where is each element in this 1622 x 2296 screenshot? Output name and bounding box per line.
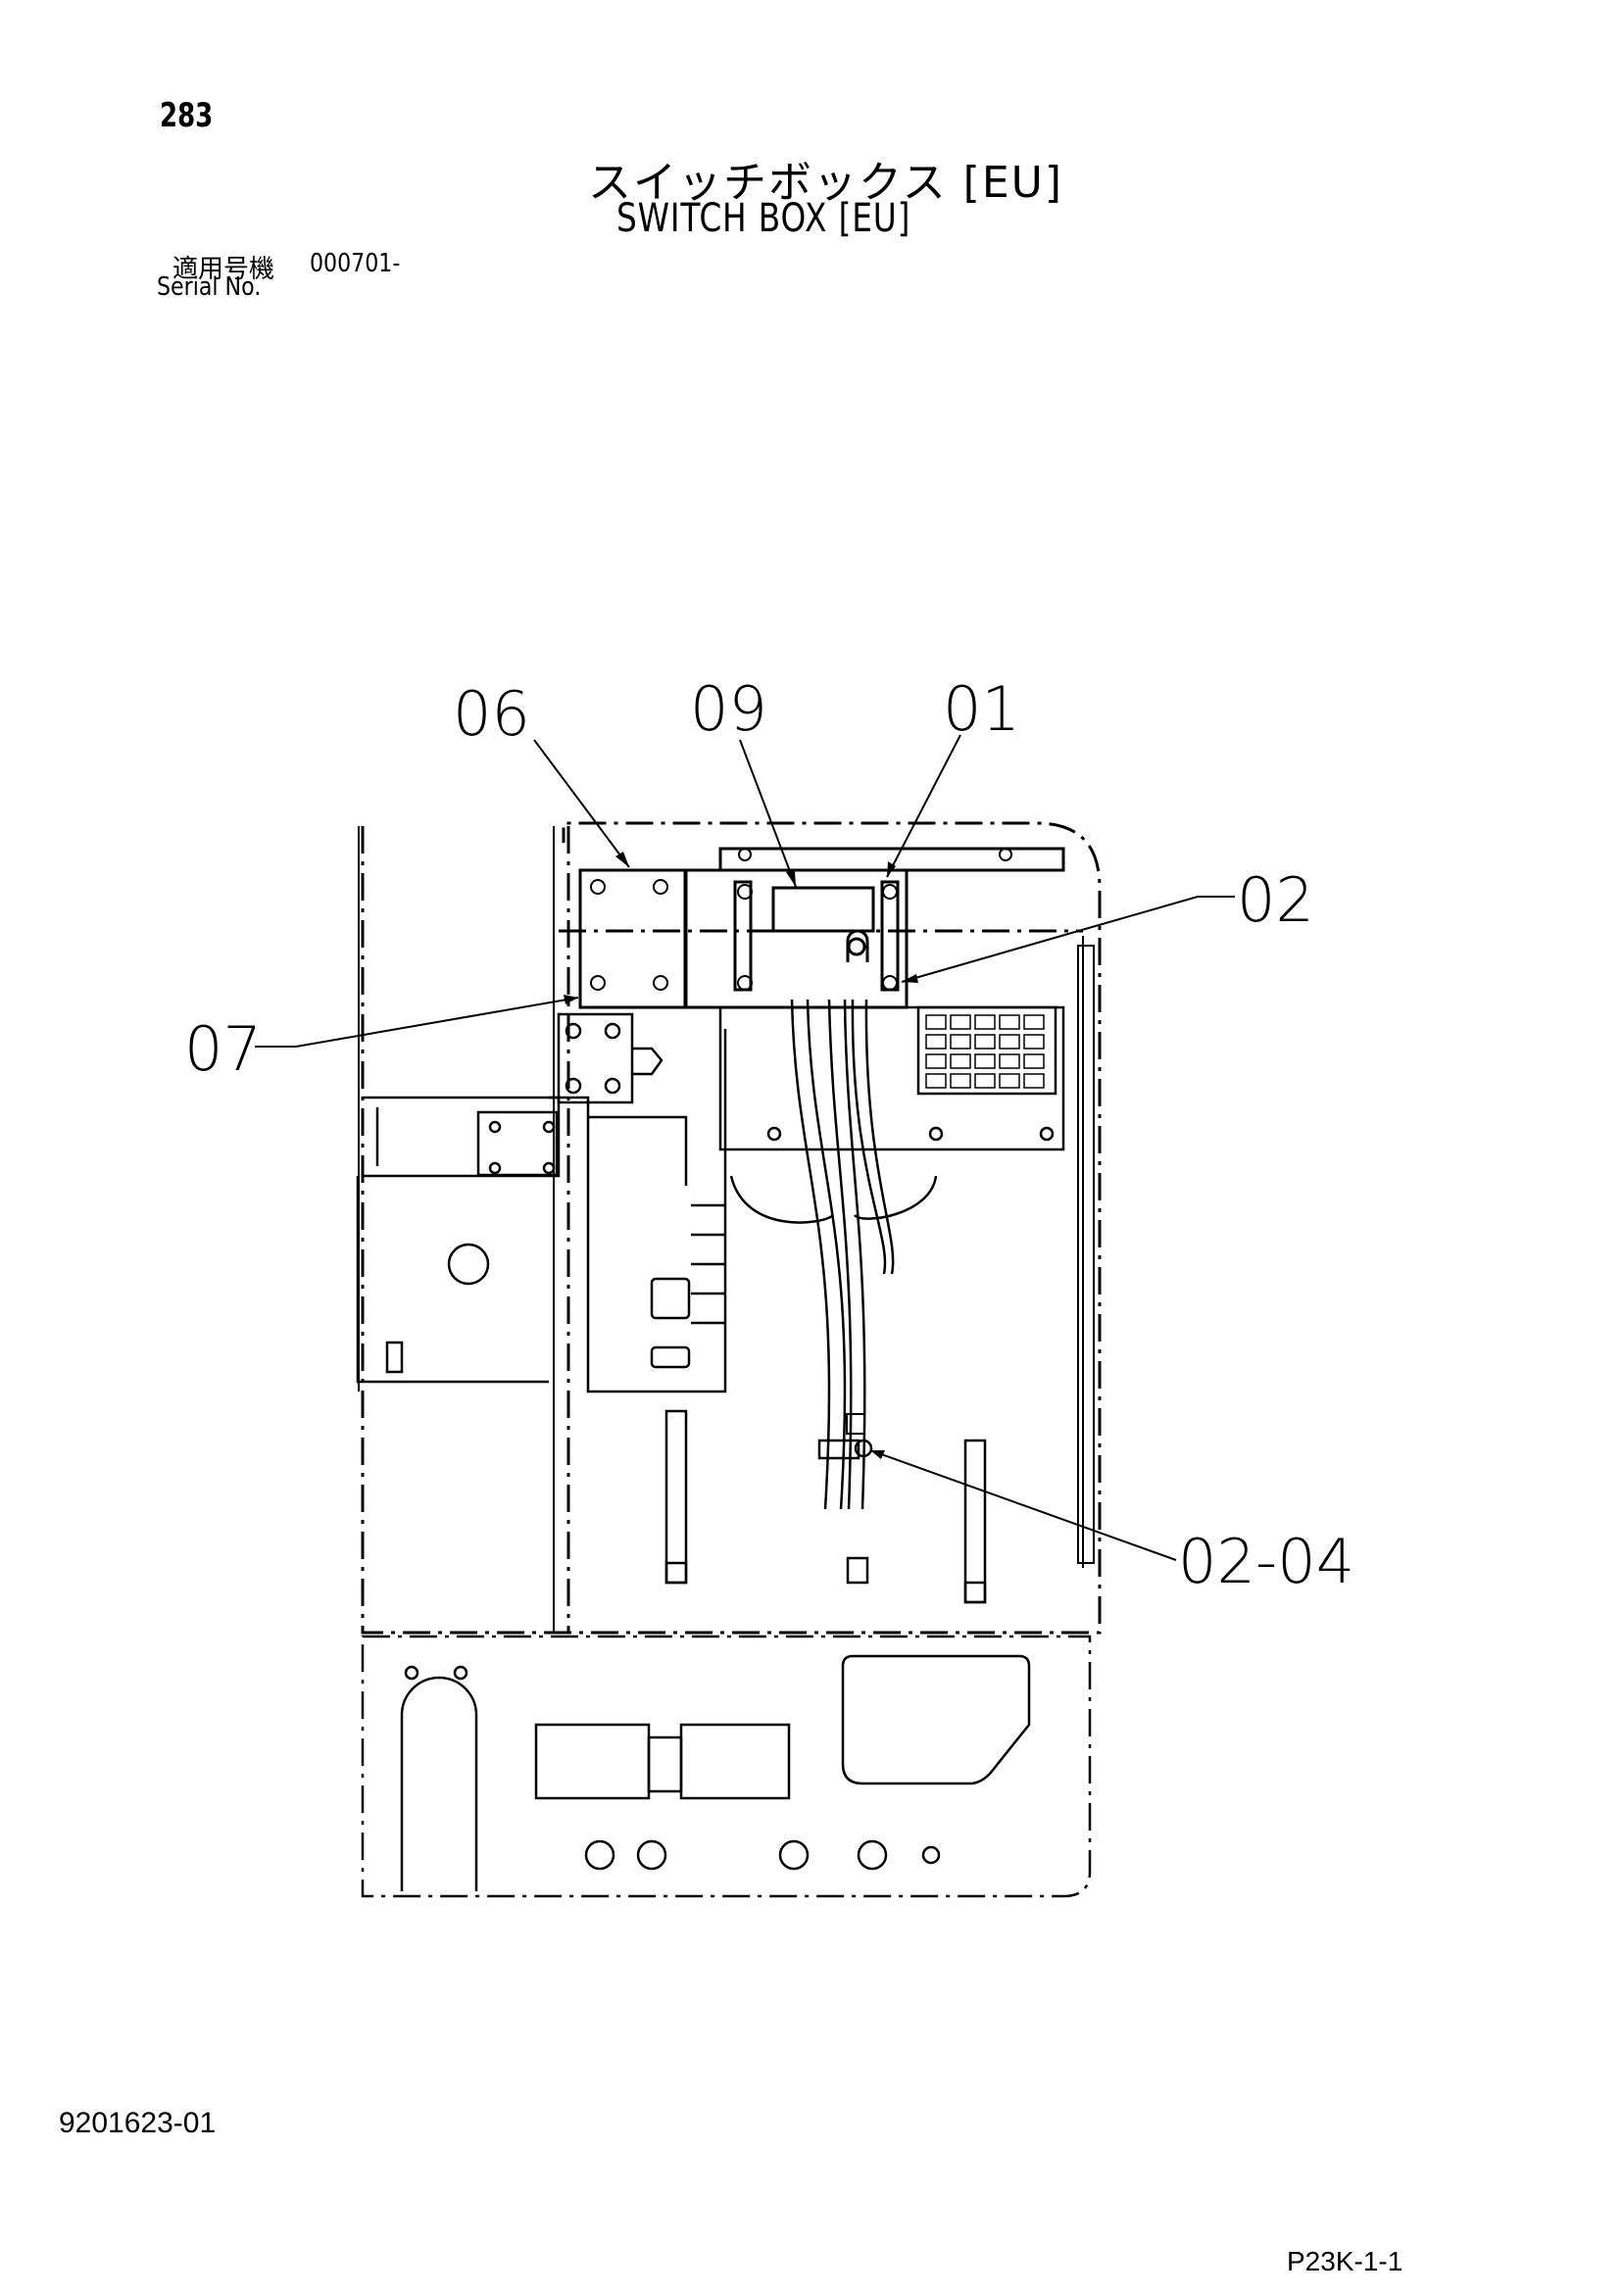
serial-label-english: Serial No. bbox=[157, 272, 262, 302]
floor-plate bbox=[361, 1635, 1092, 1898]
leader-02 bbox=[901, 896, 1235, 983]
leader-02-04 bbox=[869, 1449, 1177, 1561]
title-japanese: スイッチボックス [EU] bbox=[588, 158, 1064, 208]
page-code: P23K-1-1 bbox=[1287, 2246, 1403, 2276]
document-number: 9201623-01 bbox=[59, 2107, 217, 2139]
leader-lines bbox=[255, 734, 1235, 1561]
right-rail bbox=[1077, 945, 1095, 1564]
page-number: 283 bbox=[160, 96, 214, 135]
box-bolts bbox=[590, 848, 1012, 991]
callout-09: 09 bbox=[690, 673, 767, 745]
callout-07: 07 bbox=[184, 1013, 262, 1085]
connector-grid bbox=[925, 1014, 1045, 1089]
cable-clamp-bolt bbox=[854, 1439, 873, 1458]
wire-harness bbox=[729, 999, 938, 1510]
leader-01 bbox=[886, 734, 961, 878]
leader-arrowheads bbox=[564, 852, 918, 1459]
cab-edge-solid bbox=[358, 826, 1084, 1633]
serial-label-japanese: 適用号機 bbox=[172, 255, 275, 284]
leader-06 bbox=[533, 739, 630, 868]
cab-outline bbox=[361, 821, 1102, 1635]
callout-02: 02 bbox=[1237, 864, 1314, 936]
hanging-brackets bbox=[664, 1409, 987, 1604]
switch-box-body bbox=[578, 847, 1065, 1009]
leader-07 bbox=[255, 997, 579, 1048]
left-machinery bbox=[356, 1012, 727, 1393]
callout-02-04: 02-04 bbox=[1178, 1526, 1354, 1597]
title-english: SWITCH BOX [EU] bbox=[616, 196, 911, 241]
serial-number-value: 000701- bbox=[310, 249, 401, 278]
lower-bracket bbox=[718, 1005, 1065, 1151]
cable-clamp bbox=[817, 1439, 860, 1460]
callout-06: 06 bbox=[453, 678, 530, 750]
leader-09 bbox=[739, 739, 797, 888]
callout-01: 01 bbox=[943, 673, 1020, 745]
